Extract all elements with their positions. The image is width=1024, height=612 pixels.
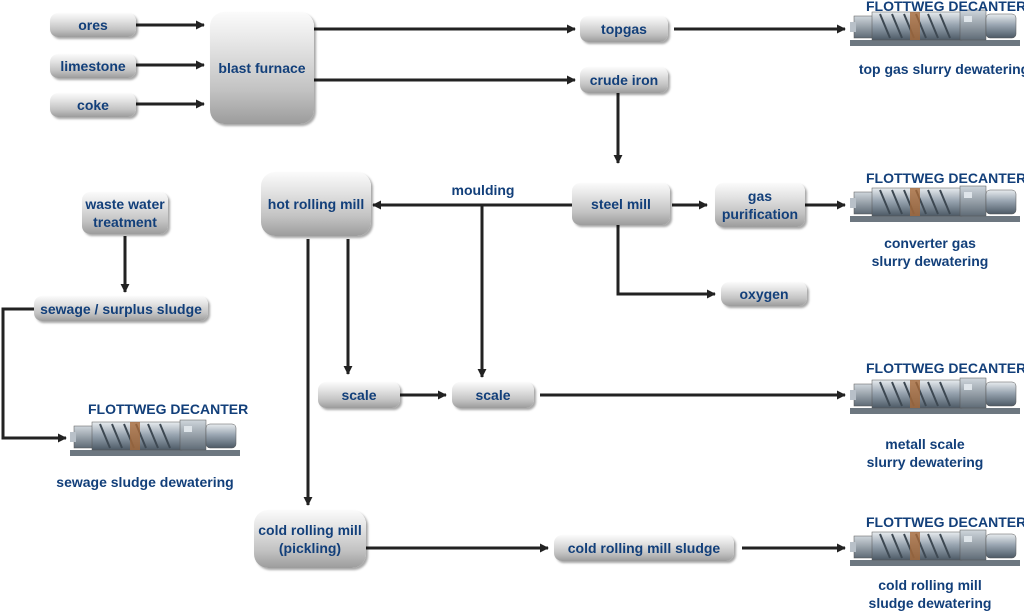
node-cold-rolling-mill-sludge: cold rolling mill sludge bbox=[554, 535, 734, 561]
node-gas-purification: gas purification bbox=[715, 183, 805, 227]
decanter-machine-cold-rolling bbox=[849, 529, 1021, 567]
decanter-brand-metall-scale: FLOTTWEG DECANTER bbox=[866, 360, 1024, 376]
node-cold-rolling-mill: cold rolling mill (pickling) bbox=[254, 510, 366, 568]
decanter-machine-topgas bbox=[849, 9, 1021, 47]
decanter-caption-topgas: top gas slurry dewatering bbox=[858, 61, 1024, 77]
node-scale-hot-rolling: scale bbox=[318, 382, 400, 408]
edge-label-moulding: moulding bbox=[451, 182, 515, 198]
decanter-brand-cold-rolling: FLOTTWEG DECANTER bbox=[866, 514, 1024, 530]
decanter-machine-sewage bbox=[69, 419, 241, 457]
decanter-brand-sewage: FLOTTWEG DECANTER bbox=[88, 401, 249, 417]
decanter-caption-sewage: sewage sludge dewatering bbox=[56, 474, 234, 490]
decanter-machine-metall-scale bbox=[849, 377, 1021, 415]
node-waste-water-treatment: waste water treatment bbox=[82, 192, 168, 234]
node-limestone: limestone bbox=[50, 54, 136, 78]
node-topgas: topgas bbox=[580, 16, 668, 42]
node-hot-rolling-mill: hot rolling mill bbox=[261, 172, 371, 236]
decanter-caption-cold-rolling: cold rolling mill sludge dewatering bbox=[868, 577, 992, 611]
node-ores: ores bbox=[50, 13, 136, 37]
decanter-caption-converter-gas: converter gas slurry dewatering bbox=[871, 235, 989, 269]
node-coke: coke bbox=[50, 93, 136, 117]
decanter-machine-converter-gas bbox=[849, 185, 1021, 223]
node-scale-moulding: scale bbox=[452, 382, 534, 408]
decanter-brand-topgas: FLOTTWEG DECANTER bbox=[866, 0, 1024, 14]
decanter-caption-metall-scale: metall scale slurry dewatering bbox=[866, 436, 984, 470]
node-sewage-surplus-sludge: sewage / surplus sludge bbox=[34, 296, 208, 321]
node-steel-mill: steel mill bbox=[572, 183, 670, 225]
node-crude-iron: crude iron bbox=[580, 67, 668, 93]
node-blast-furnace: blast furnace bbox=[210, 12, 314, 124]
node-oxygen: oxygen bbox=[721, 282, 807, 306]
decanter-brand-converter-gas: FLOTTWEG DECANTER bbox=[866, 170, 1024, 186]
